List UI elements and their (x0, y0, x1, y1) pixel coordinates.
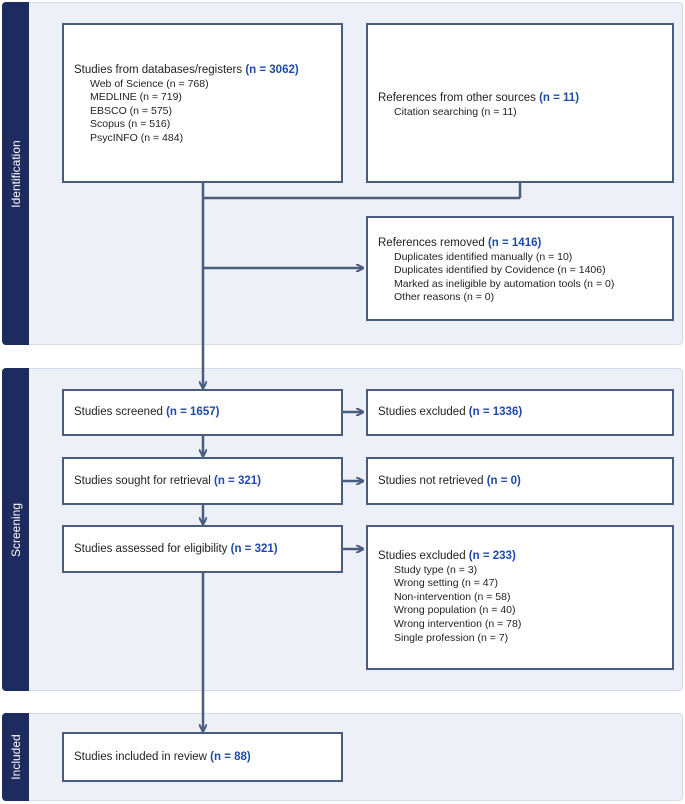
identification-sidebar: Identification (2, 2, 29, 345)
excluded-screen-box: Studies excluded (n = 1336) (366, 389, 674, 436)
excluded-item-wrong-setting: Wrong setting (n = 47) (394, 577, 498, 590)
removed-title: References removed (378, 237, 485, 249)
excluded-full-box: Studies excluded (n = 233) Study type (n… (366, 525, 674, 670)
removed-item-covidence: Duplicates identified by Covidence (n = … (394, 264, 606, 277)
databases-item-ebsco: EBSCO (n = 575) (90, 104, 172, 117)
screening-sidebar: Screening (2, 368, 29, 691)
databases-item-scopus: Scopus (n = 516) (90, 118, 171, 131)
included-box: Studies included in review (n = 88) (62, 732, 343, 782)
excluded-item-non-intervention: Non-intervention (n = 58) (394, 590, 511, 603)
assessed-box: Studies assessed for eligibility (n = 32… (62, 525, 343, 573)
removed-item-other: Other reasons (n = 0) (394, 291, 495, 304)
excluded-item-wrong-population: Wrong population (n = 40) (394, 604, 516, 617)
sought-count: (n = 321) (214, 474, 261, 487)
included-title: Studies included in review (74, 750, 207, 763)
removed-item-automation: Marked as ineligible by automation tools… (394, 277, 615, 290)
databases-title: Studies from databases/registers (74, 64, 243, 76)
included-count: (n = 88) (210, 750, 251, 763)
databases-item-medline: MEDLINE (n = 719) (90, 91, 182, 104)
other-sources-box: References from other sources (n = 11) C… (366, 23, 674, 183)
excluded-item-single-profession: Single profession (n = 7) (394, 631, 509, 644)
other-sources-item-citation: Citation searching (n = 11) (394, 105, 517, 118)
removed-count: (n = 1416) (487, 237, 542, 249)
screened-box: Studies screened (n = 1657) (62, 389, 343, 436)
excluded-item-wrong-intervention: Wrong intervention (n = 78) (394, 617, 522, 630)
screened-count: (n = 1657) (166, 406, 220, 419)
other-sources-count: (n = 11) (539, 92, 580, 104)
excluded-screen-count: (n = 1336) (468, 406, 523, 419)
excluded-item-study-type: Study type (n = 3) (394, 563, 478, 576)
assessed-title: Studies assessed for eligibility (74, 542, 228, 555)
screened-title: Studies screened (74, 406, 163, 419)
databases-item-psycinfo: PsycINFO (n = 484) (90, 131, 184, 144)
databases-item-wos: Web of Science (n = 768) (90, 77, 209, 90)
assessed-count: (n = 321) (230, 542, 278, 555)
sought-box: Studies sought for retrieval (n = 321) (62, 457, 343, 505)
other-sources-title: References from other sources (378, 92, 536, 104)
databases-count: (n = 3062) (245, 64, 299, 76)
databases-box: Studies from databases/registers (n = 30… (62, 23, 343, 183)
excluded-screen-title: Studies excluded (378, 406, 466, 419)
included-sidebar: Included (2, 713, 29, 801)
removed-box: References removed (n = 1416) Duplicates… (366, 216, 674, 321)
sought-title: Studies sought for retrieval (74, 474, 211, 487)
excluded-full-count: (n = 233) (468, 550, 516, 562)
excluded-full-title: Studies excluded (378, 550, 466, 562)
not-retrieved-box: Studies not retrieved (n = 0) (366, 457, 674, 505)
not-retrieved-count: (n = 0) (486, 474, 521, 487)
not-retrieved-title: Studies not retrieved (378, 474, 484, 487)
removed-item-manual: Duplicates identified manually (n = 10) (394, 250, 573, 263)
